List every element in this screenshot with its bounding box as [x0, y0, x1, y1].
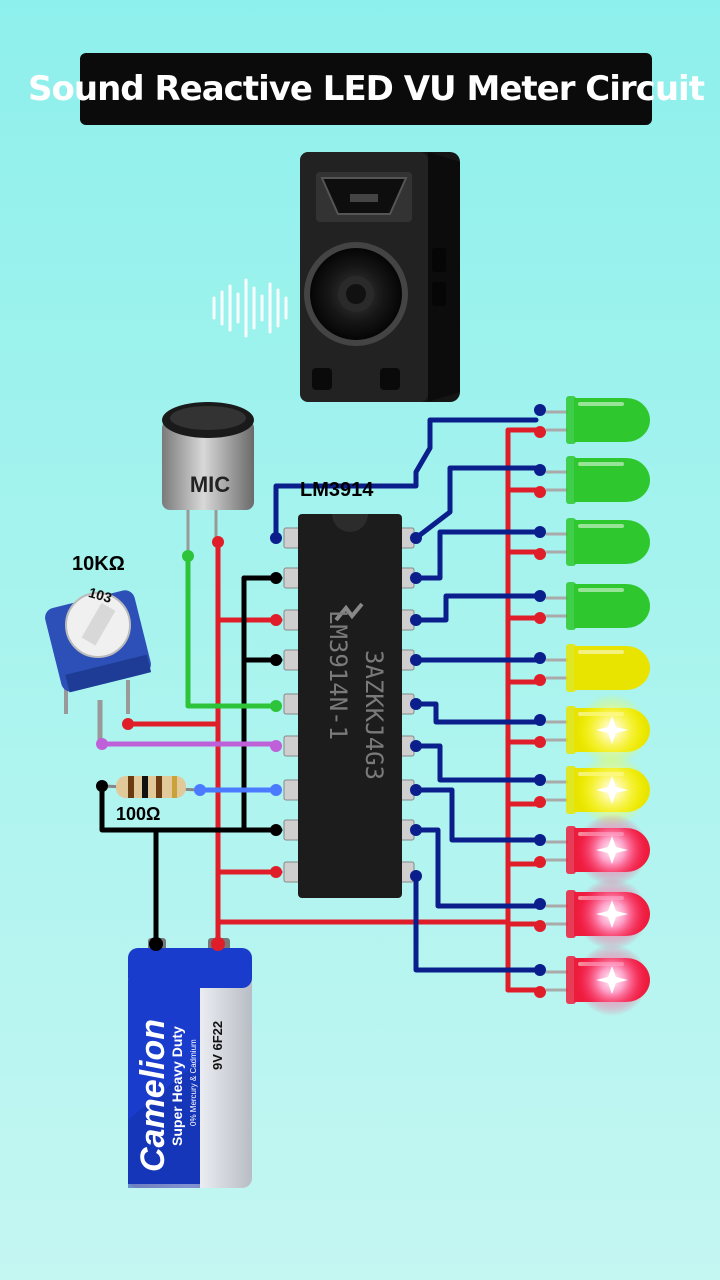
led-icon	[534, 582, 650, 630]
led-icon	[534, 456, 650, 504]
title-text: Sound Reactive LED VU Meter Circuit	[28, 69, 705, 109]
battery-line: Super Heavy Duty	[169, 1026, 185, 1146]
ic-name-label: LM3914	[300, 479, 374, 501]
led-icon	[534, 694, 650, 766]
battery-note: 0% Mercury & Cadmium	[189, 1039, 198, 1126]
battery-brand: Camelion	[134, 1019, 172, 1172]
microphone-icon	[162, 402, 254, 556]
led-icon	[534, 644, 650, 692]
battery-type: 9V 6F22	[210, 1021, 225, 1070]
ic-marking-2: LM3914N-1	[324, 610, 352, 740]
led-icon	[534, 878, 650, 950]
leds-group	[534, 396, 650, 1016]
resistor-value-label: 100Ω	[116, 804, 160, 824]
led-icon	[534, 518, 650, 566]
led-icon	[534, 944, 650, 1016]
led-icon	[534, 814, 650, 886]
mic-label: MIC	[190, 472, 230, 497]
ic-marking-1: 3AZKKJ4G3	[360, 650, 388, 780]
wires	[99, 417, 543, 993]
sound-wave-icon	[212, 278, 288, 338]
ic-chip-icon	[283, 514, 415, 898]
led-icon	[534, 754, 650, 826]
led-icon	[534, 396, 650, 444]
pot-value-label: 10KΩ	[72, 553, 125, 575]
potentiometer-icon	[45, 590, 152, 742]
pot-code-label: 103	[87, 584, 114, 606]
resistor-icon	[101, 776, 201, 798]
junction-dots	[96, 532, 422, 951]
speaker-icon	[300, 152, 460, 402]
title-banner: Sound Reactive LED VU Meter Circuit	[28, 53, 705, 125]
